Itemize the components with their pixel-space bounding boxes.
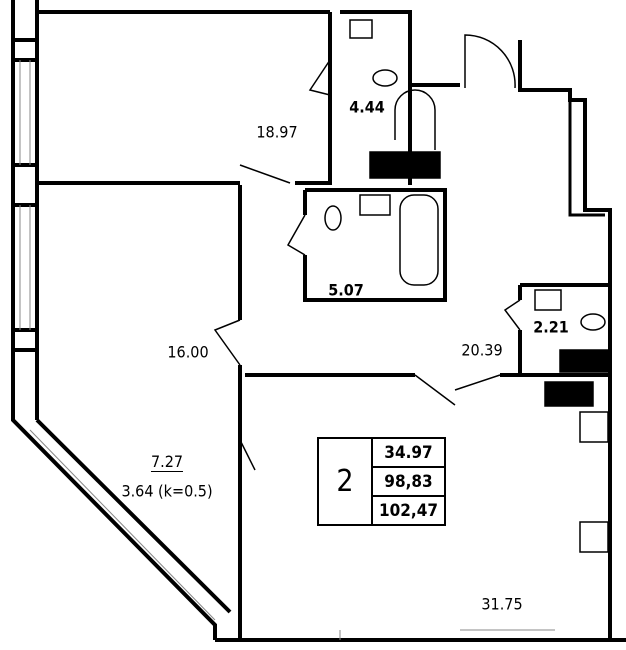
bathtub-icon xyxy=(394,89,436,150)
room-area-label: 20.39 xyxy=(461,340,503,360)
bathtub-icon xyxy=(399,194,439,286)
toilet-icon xyxy=(580,313,606,331)
radiator-icon xyxy=(544,381,594,407)
total-area-with-balcony: 102,47 xyxy=(373,495,444,524)
room-count: 2 xyxy=(319,439,373,524)
entrance-door xyxy=(464,34,516,89)
walls xyxy=(11,0,626,642)
bathroom-3-walls xyxy=(500,283,610,377)
room-area-label: 4.44 xyxy=(349,97,385,117)
column xyxy=(11,163,39,207)
apartment-summary: 2 34.97 98,83 102,47 xyxy=(317,437,446,526)
radiator-icon xyxy=(559,349,609,373)
balcony-area-label: 7.27 xyxy=(150,452,184,472)
column xyxy=(11,328,39,352)
room-area-label: 5.07 xyxy=(328,280,364,300)
sink-icon xyxy=(534,289,562,311)
column xyxy=(11,38,39,62)
toilet-icon xyxy=(372,69,398,87)
living-area: 34.97 xyxy=(384,442,433,463)
balcony-reduced-area-label: 3.64 (k=0.5) xyxy=(121,481,213,501)
windows xyxy=(19,60,555,640)
top-walls xyxy=(37,10,612,640)
room-area-label: 16.00 xyxy=(167,342,209,362)
kitchen-sink-icon xyxy=(579,411,609,443)
sink-icon xyxy=(359,194,391,216)
room-area-label: 18.97 xyxy=(256,122,298,142)
interior-walls xyxy=(37,181,330,640)
sink-icon xyxy=(349,19,373,39)
stove-icon xyxy=(579,521,609,553)
outer-wall-left xyxy=(11,0,232,640)
room-area-label: 31.75 xyxy=(481,594,523,614)
total-area: 98,83 xyxy=(373,466,444,495)
toilet-icon xyxy=(324,205,342,231)
room-area-label: 2.21 xyxy=(533,317,569,337)
bathroom-2-walls xyxy=(303,188,447,302)
doors xyxy=(213,34,521,471)
radiator-icon xyxy=(369,151,441,179)
fixtures xyxy=(324,19,609,553)
